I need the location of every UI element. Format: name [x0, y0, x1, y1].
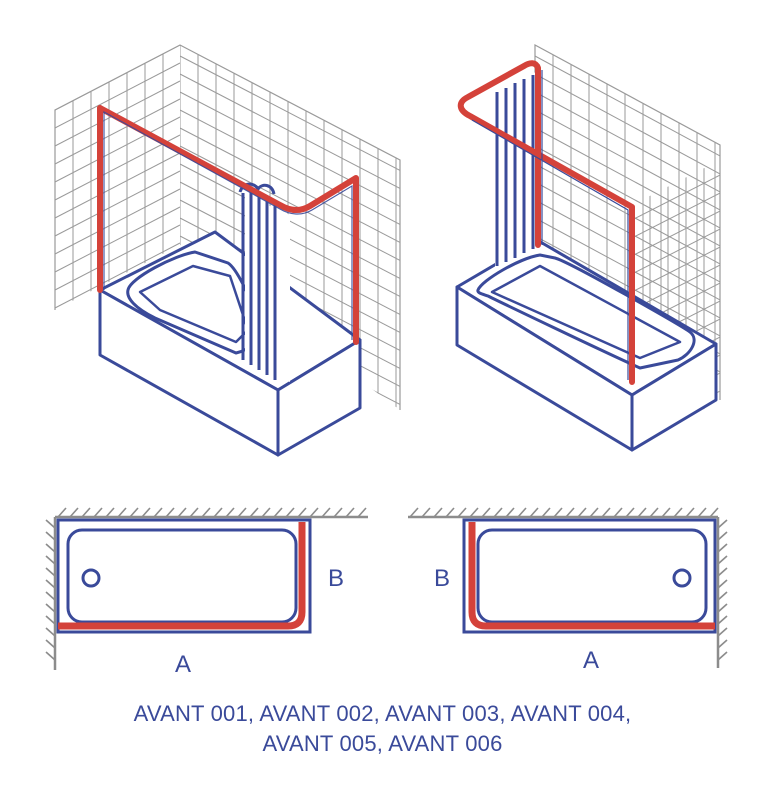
right-folding-panel — [495, 70, 540, 268]
left-wall-outline — [54, 44, 401, 410]
right-isometric-view — [455, 43, 721, 452]
left-plan-wall-top — [55, 507, 368, 519]
right-dimension-label-b: B — [434, 565, 450, 592]
left-dimension-label-a: A — [175, 651, 191, 678]
model-caption-line-2: AVANT 005, AVANT 006 — [262, 731, 503, 756]
left-plan-wall-side — [45, 517, 57, 670]
left-shower-frame — [97, 105, 359, 345]
left-plan-drain — [81, 568, 101, 588]
left-folding-panel — [238, 182, 290, 382]
left-plan-tub-basin — [66, 528, 298, 624]
right-tub-basin — [476, 253, 696, 370]
right-plan-wall-top — [408, 507, 719, 519]
right-plan-wall-side — [716, 517, 728, 668]
right-plan-view: B A — [408, 507, 728, 674]
left-dimension-label-b: B — [328, 565, 344, 592]
right-plan-frame — [468, 522, 715, 630]
left-bathtub — [98, 230, 362, 457]
left-tub-side — [276, 338, 362, 457]
right-plan-tub-basin — [476, 528, 708, 624]
left-plan-view: B A — [45, 507, 368, 678]
right-tub-side — [630, 342, 718, 452]
left-plan-frame — [58, 522, 306, 630]
right-bathtub — [455, 238, 718, 452]
right-shower-frame — [457, 60, 635, 385]
right-dimension-label-a: A — [583, 647, 599, 674]
right-tub-basin-inner — [490, 264, 682, 360]
right-plan-drain — [672, 568, 692, 588]
model-caption-line-1: AVANT 001, AVANT 002, AVANT 003, AVANT 0… — [133, 701, 632, 726]
